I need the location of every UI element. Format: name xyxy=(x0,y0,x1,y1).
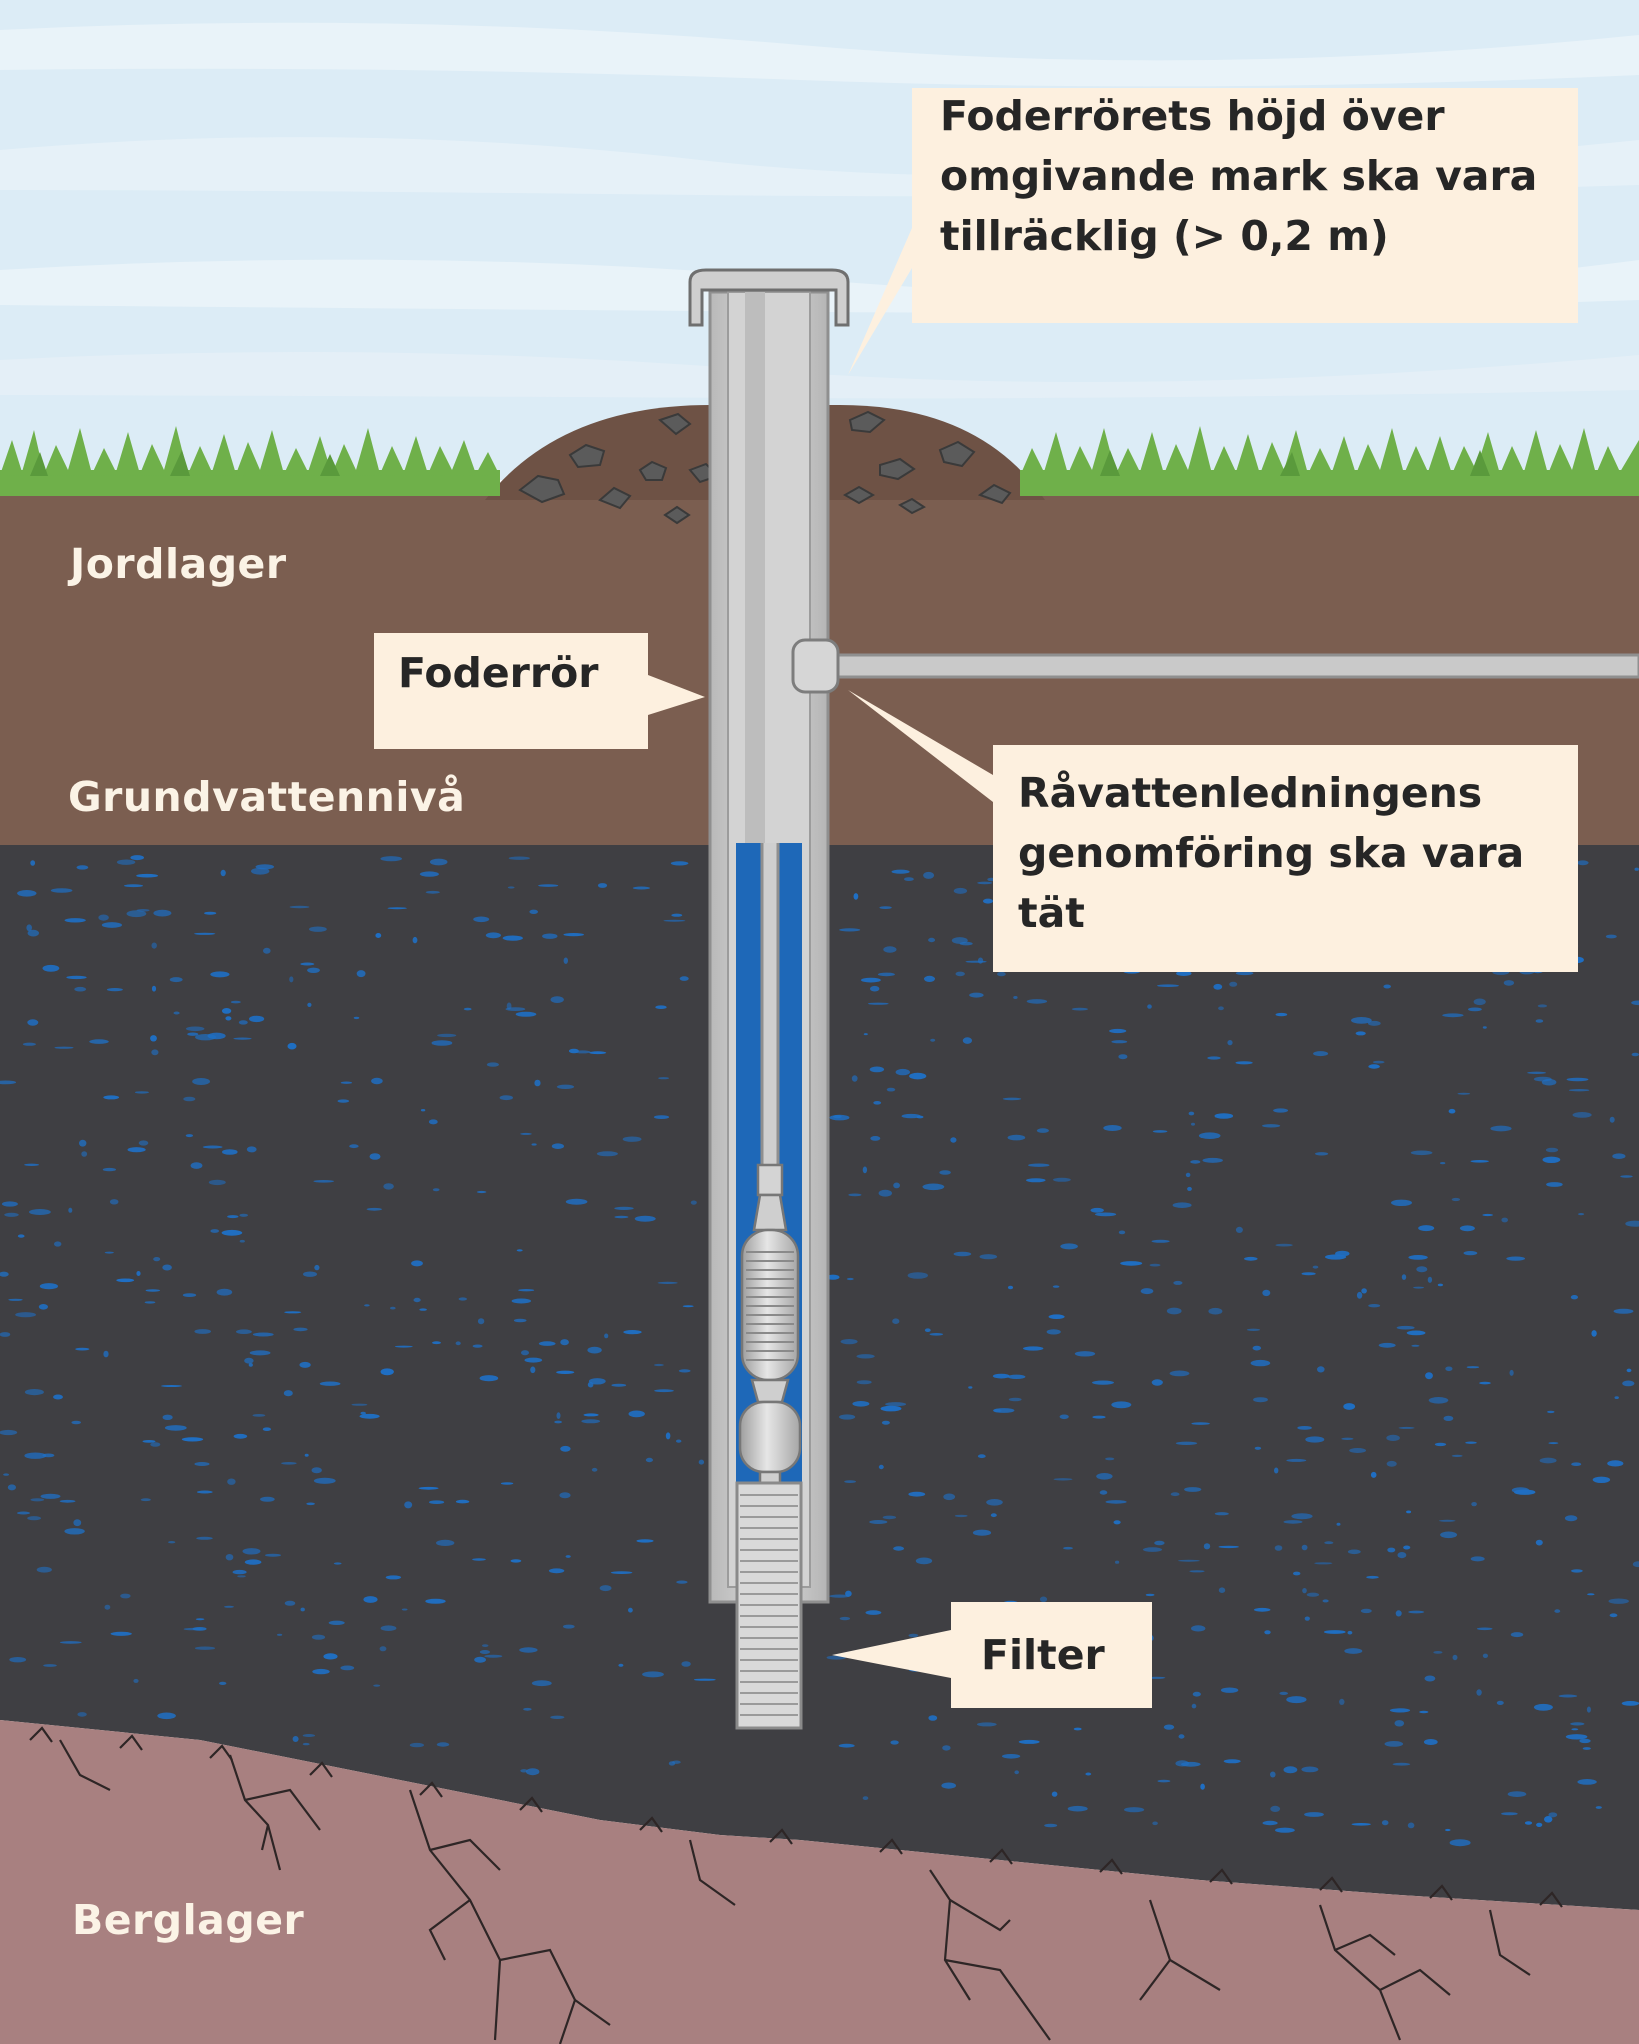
callout-casing-label: Foderrör xyxy=(398,649,599,697)
callout-casing-height-line: Foderrörets höjd över xyxy=(940,92,1445,140)
gravel-stones xyxy=(518,410,1012,525)
pipe-seal xyxy=(791,638,840,694)
callout-filter-box xyxy=(832,1602,1152,1708)
callout-filter-label: Filter xyxy=(981,1631,1105,1679)
bedrock-cracks xyxy=(59,1739,1531,2044)
callout-casing-height-box xyxy=(848,88,1578,375)
callout-casing-height-line: omgivande mark ska vara xyxy=(940,152,1538,200)
callout-pipe-seal-box xyxy=(848,690,1578,972)
callout-pipe-seal-line: genomföring ska vara xyxy=(1018,829,1525,877)
callout-casing-height-line: tillräcklig (> 0,2 m) xyxy=(940,212,1389,260)
well-cap xyxy=(688,268,850,327)
grass xyxy=(0,426,1639,496)
groundwater-level-label: Grundvattennivå xyxy=(68,773,466,821)
bedrock-layer-label: Berglager xyxy=(72,1896,305,1944)
bedrock-surface-ticks xyxy=(29,1726,1563,1908)
callout-pipe-seal-line: tät xyxy=(1018,889,1085,937)
bedrock-layer xyxy=(0,1720,1639,2044)
callout-filter: Filter xyxy=(981,1625,1105,1685)
callout-pipe-seal: Råvattenledningens genomföring ska vara … xyxy=(1018,763,1524,943)
callout-casing-height: Foderrörets höjd över omgivande mark ska… xyxy=(940,86,1537,266)
callout-casing-box xyxy=(374,633,705,749)
soil-layer-label: Jordlager xyxy=(70,540,287,588)
callout-pipe-seal-line: Råvattenledningens xyxy=(1018,769,1483,817)
submersible-pump xyxy=(738,1163,802,1488)
filter-screen xyxy=(735,1481,803,1730)
callout-casing: Foderrör xyxy=(398,643,599,703)
